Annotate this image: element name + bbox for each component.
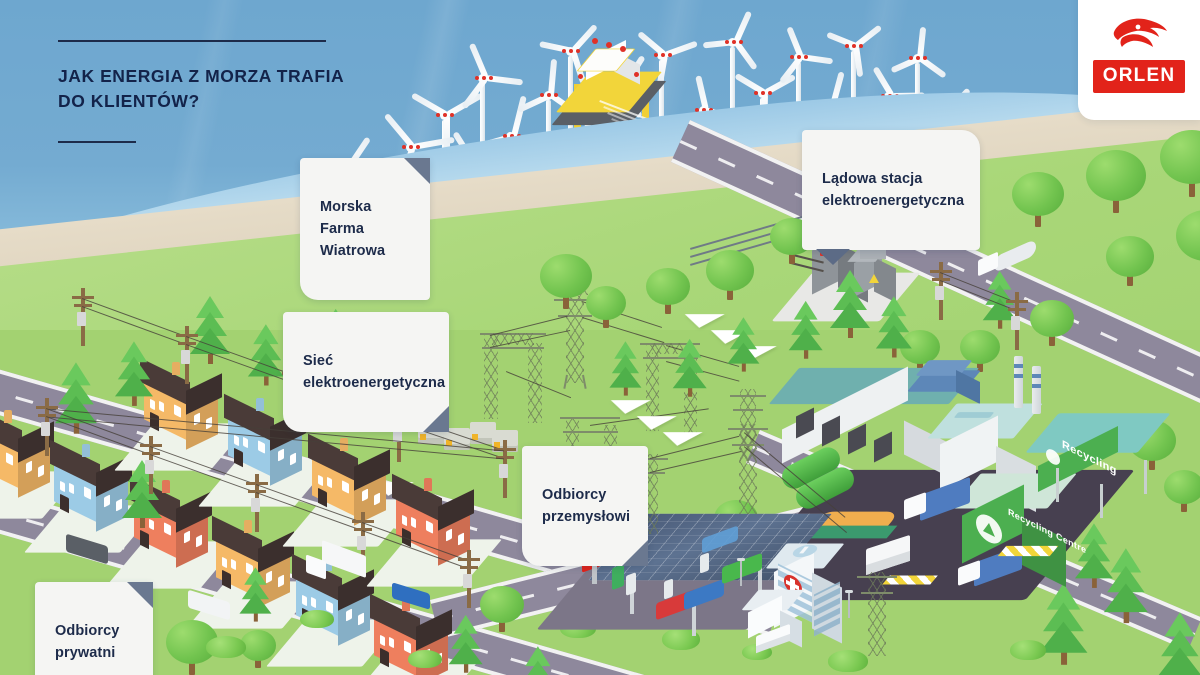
tree-round — [1012, 172, 1064, 240]
title-block: JAK ENERGIA Z MORZA TRAFIA DO KLIENTÓW? — [58, 40, 388, 143]
bush — [1010, 640, 1046, 660]
label-card-power-grid[interactable]: Sieć elektroenergetyczna — [283, 312, 449, 433]
utility-pole — [140, 436, 162, 494]
bush — [828, 650, 868, 672]
card-pointer-down-icon — [816, 249, 850, 266]
label-text-offshore-wind-farm: Morska Farma Wiatrowa — [320, 199, 386, 260]
card-fold-icon — [127, 582, 153, 608]
utility-pole — [458, 550, 480, 608]
hospital-building — [737, 530, 892, 654]
overhead-wire — [149, 446, 257, 486]
label-card-offshore-wind-farm[interactable]: Morska Farma Wiatrowa — [300, 158, 430, 301]
tree-pine — [672, 338, 707, 397]
utility-pole — [72, 288, 94, 346]
overhead-wire — [185, 344, 293, 384]
tree-pine — [1074, 523, 1113, 588]
house — [0, 405, 82, 519]
utility-pole — [930, 262, 952, 320]
tree-pine — [122, 460, 162, 530]
tree-pine — [522, 646, 554, 675]
utility-pole — [176, 326, 198, 384]
label-text-private-customers: Odbiorcy prywatni — [55, 623, 120, 662]
card-fold-icon — [622, 540, 648, 567]
title-rule-top — [58, 40, 326, 42]
tree-round — [1030, 300, 1074, 360]
tree-pine — [830, 270, 870, 340]
orlen-wordmark: ORLEN — [1092, 60, 1186, 93]
bush — [206, 636, 246, 658]
bush — [662, 628, 700, 650]
pylon-industrial — [726, 408, 770, 520]
label-text-industrial-customers: Odbiorcy przemysłowi — [542, 487, 631, 526]
utility-pole — [494, 440, 516, 498]
house — [366, 473, 502, 587]
tree-pine — [448, 614, 483, 673]
house — [186, 515, 322, 629]
tree-pine — [114, 341, 153, 406]
utility-pole — [352, 512, 374, 570]
box-truck-village — [306, 539, 368, 580]
orlen-logo-card[interactable]: ORLEN — [1078, 0, 1200, 120]
utility-pole — [246, 474, 268, 532]
tree-pine — [1157, 612, 1200, 675]
utility-pole — [1006, 292, 1028, 350]
tree-pine — [788, 300, 823, 359]
industrial-complex: Recycling Centre Recycling — [725, 350, 1190, 610]
page-title: JAK ENERGIA Z MORZA TRAFIA DO KLIENTÓW? — [58, 66, 345, 112]
tree-pine — [727, 317, 760, 372]
tree-pine — [247, 324, 284, 386]
overhead-wire — [149, 454, 257, 494]
label-text-onshore-substation: Lądowa stacja elektroenergetyczna — [822, 171, 965, 210]
house — [24, 439, 160, 553]
card-fold-icon — [404, 158, 430, 184]
label-text-power-grid: Sieć elektroenergetyczna — [303, 353, 446, 392]
tree-round — [960, 330, 1000, 386]
tree-pine — [1039, 583, 1088, 675]
bush — [300, 610, 334, 628]
label-card-industrial-customers[interactable]: Odbiorcy przemysłowi — [522, 446, 648, 567]
tree-round — [240, 630, 276, 675]
tree-round — [1164, 470, 1200, 526]
tree-pine — [875, 296, 912, 358]
overhead-wire — [361, 530, 469, 570]
tree-round — [646, 268, 690, 328]
overhead-wire — [361, 522, 469, 562]
overhead-wire — [81, 298, 187, 338]
utility-pole — [36, 398, 58, 456]
tree-round — [586, 286, 626, 342]
orlen-eagle-icon — [1113, 18, 1167, 47]
tree-round — [480, 586, 524, 646]
tree-pine — [1103, 548, 1148, 633]
tree-round — [1160, 130, 1200, 210]
tree-round — [1106, 236, 1154, 300]
overhead-wire — [255, 484, 363, 524]
tree-pine — [609, 341, 642, 396]
bush — [408, 650, 442, 668]
label-card-onshore-substation[interactable]: Lądowa stacja elektroenergetyczna — [802, 130, 980, 266]
card-fold-icon — [423, 406, 449, 433]
title-rule-bottom — [58, 140, 136, 143]
overhead-wire — [185, 336, 293, 376]
house — [114, 357, 250, 471]
house — [104, 475, 240, 589]
tree-round — [1176, 210, 1200, 286]
tree-round — [706, 250, 754, 314]
service-station-area — [536, 470, 860, 660]
label-card-private-customers[interactable]: Odbiorcy prywatni — [35, 582, 153, 675]
house — [198, 393, 334, 507]
tree-round — [540, 254, 592, 322]
pylon-wide-1 — [478, 315, 548, 425]
overhead-wire — [255, 492, 363, 532]
tanker-truck-highway — [978, 238, 1038, 277]
tree-pine — [239, 567, 272, 622]
overhead-wire — [81, 306, 187, 346]
house — [344, 593, 480, 675]
tree-round — [1086, 150, 1146, 226]
pylon-foreground — [856, 556, 898, 660]
